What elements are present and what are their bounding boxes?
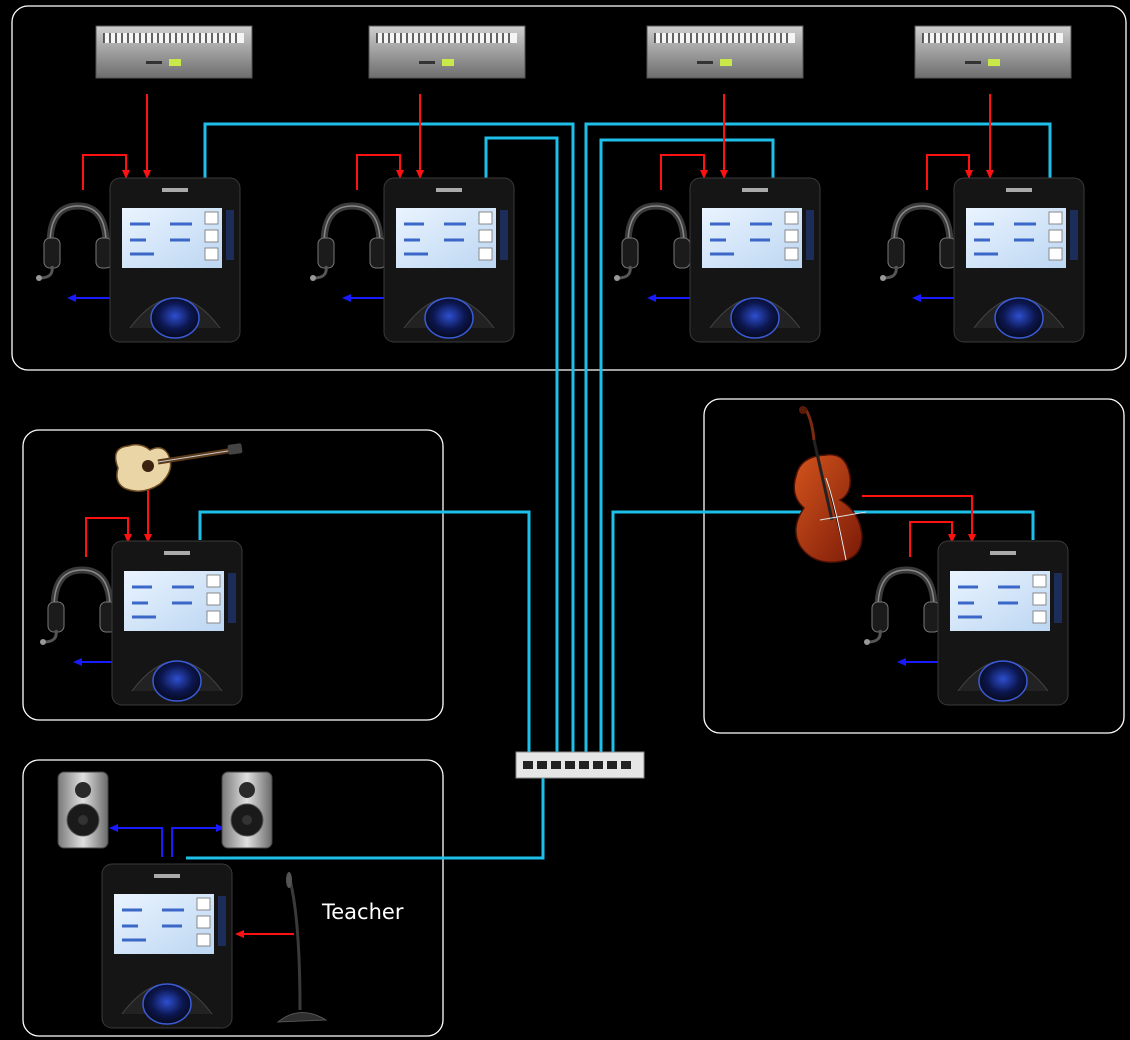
audio-output-arrows — [74, 297, 954, 857]
keyboard-students-group — [11, 5, 1127, 371]
cello-student-group — [703, 398, 1125, 734]
teacher-label: Teacher — [322, 900, 404, 924]
headphones-icons — [36, 202, 957, 645]
ethernet-switch — [515, 751, 645, 779]
gooseneck-microphone-icon — [276, 872, 328, 1023]
mixer-station — [109, 177, 241, 343]
acoustic-guitar-icon — [114, 443, 243, 492]
mixer-station — [111, 540, 243, 706]
audio-input-arrowheads — [122, 170, 994, 938]
mixer-station — [101, 863, 233, 1029]
keyboard-icons — [95, 25, 1072, 79]
audio-input-arrows — [82, 94, 991, 935]
mixer-station — [953, 177, 1085, 343]
double-bass-icon — [793, 406, 867, 563]
network-cables — [186, 122, 1052, 860]
studio-monitor-icons — [57, 771, 273, 849]
teacher-group — [22, 759, 444, 1037]
mixer-stations — [101, 177, 1085, 1029]
mixer-station — [689, 177, 821, 343]
guitar-student-group — [22, 429, 444, 721]
audio-output-arrowheads — [67, 294, 921, 832]
mixer-station — [937, 540, 1069, 706]
mixer-station — [383, 177, 515, 343]
